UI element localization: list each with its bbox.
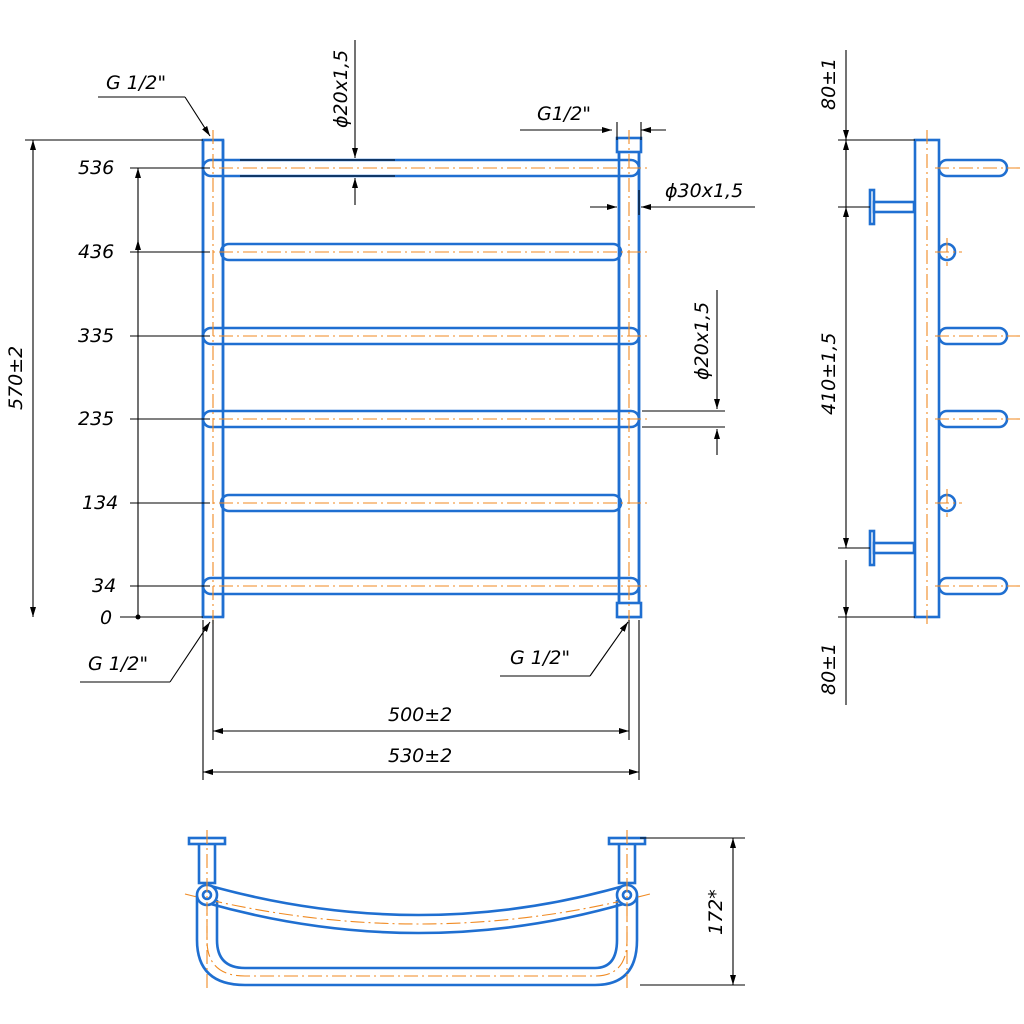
outer-width-label: 530±2 [388,745,452,767]
plan-dimensions: 172* [640,837,745,986]
level-label: 235 [78,408,114,430]
plan-loop-outer [195,895,639,987]
thread-top-left: G 1/2" [106,72,166,94]
rail-diameter-top: ϕ20x1,5 [330,50,352,128]
plan-loop-inner [215,900,619,970]
width-dimensions: 500±2 530±2 [202,620,640,780]
wall-bracket-arm [872,541,916,555]
side-view [868,130,1020,625]
wall-bracket-arm [872,200,916,214]
rails [201,158,641,596]
plan-view [184,830,651,990]
height-dimension: 570±2 [5,139,203,617]
thread-bottom-left: G 1/2" [88,653,148,675]
front-view [195,130,650,625]
mount-span-label: 410±1,5 [818,333,840,415]
level-label: 536 [78,157,114,179]
height-label: 570±2 [5,346,27,410]
riser-diameter: ϕ30x1,5 [665,180,743,202]
level-label: 134 [82,492,118,514]
level-label: 335 [78,325,114,347]
bottom-offset-label: 80±1 [818,643,840,695]
level-label: 34 [92,575,116,597]
level-label: 0 [100,607,112,629]
plan-rail-bottom [206,901,628,935]
depth-label: 172* [705,889,727,935]
plan-rail-top [206,883,628,917]
inner-width-label: 500±2 [388,704,452,726]
diameter-callouts: ϕ20x1,5 ϕ30x1,5 ϕ20x1,5 [240,40,755,455]
thread-callouts: G 1/2" G1/2" G 1/2" G 1/2" [80,72,666,683]
rail-diameter-mid: ϕ20x1,5 [691,302,713,380]
top-offset-label: 80±1 [818,58,840,110]
level-dimensions: 536 436 335 235 134 34 0 [78,157,210,629]
thread-bottom-right: G 1/2" [510,647,570,669]
thread-top-right: G1/2" [537,103,591,125]
side-dimensions: 80±1 410±1,5 80±1 [818,50,915,705]
level-label: 436 [78,241,114,263]
